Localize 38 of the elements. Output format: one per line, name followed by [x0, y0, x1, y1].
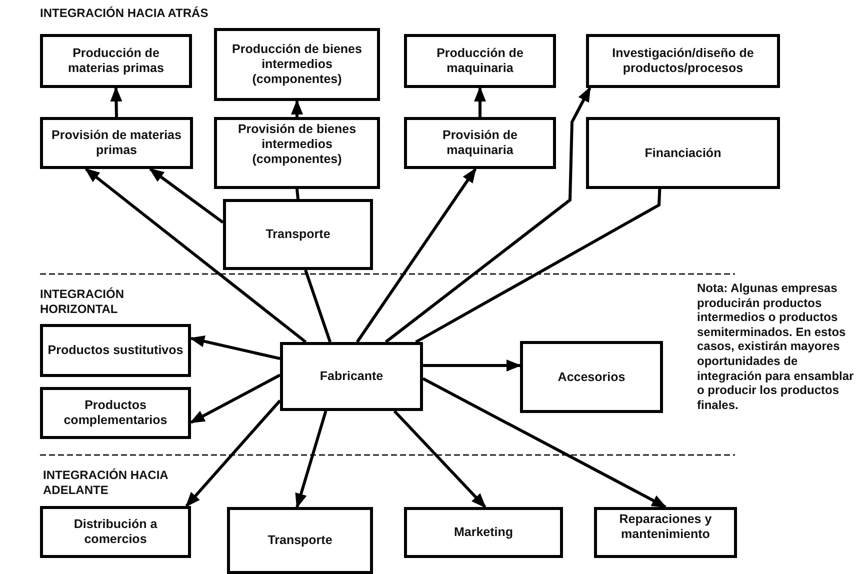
process-box: Producción de maquinaria: [404, 34, 556, 88]
arrow: [185, 400, 282, 508]
process-box: Productos complementarios: [40, 387, 191, 439]
arrow: [423, 360, 522, 372]
process-box: Reparaciones y mantenimiento: [594, 507, 737, 558]
process-box: Marketing: [404, 507, 563, 558]
arrow: [190, 374, 281, 424]
connector-line: [415, 188, 662, 344]
arrow: [110, 86, 122, 118]
process-box: Productos sustitutivos: [40, 324, 191, 377]
process-box: Investigación/diseño de productos/procesos: [586, 34, 780, 88]
arrow: [291, 100, 303, 117]
process-box: Provisión de bienes intermedios (componentes): [214, 117, 380, 189]
process-box: Producción de materias primas: [40, 34, 192, 88]
section-heading: INTEGRACIÓN HACIA ADELANTE: [43, 468, 169, 498]
process-box: Fabricante: [280, 342, 423, 411]
process-box: Provisión de materias primas: [40, 117, 193, 169]
arrow: [295, 410, 328, 508]
arrow: [356, 168, 477, 343]
arrow: [84, 168, 307, 344]
section-heading: INTEGRACIÓN HORIZONTAL: [40, 287, 125, 317]
arrow: [474, 86, 486, 117]
arrow: [393, 410, 486, 508]
arrow: [190, 335, 280, 360]
process-box: Accesorios: [520, 341, 663, 413]
note-text: Nota: Algunas empresas producirán productos intermedios o productos semiterminados. En estos casos, existirán mayores oportunidades de integración para ensamblar o producir los productos finales.: [697, 281, 855, 412]
arrow: [384, 86, 592, 344]
process-box: Provisión de maquinaria: [404, 117, 556, 169]
arrow: [422, 377, 667, 508]
process-box: Financiación: [586, 117, 780, 189]
process-box: Producción de bienes intermedios (componentes): [214, 28, 380, 101]
connector-line: [304, 270, 332, 342]
section-heading: INTEGRACIÓN HACIA ATRÁS: [40, 6, 210, 21]
arrow: [149, 168, 224, 224]
process-box: Transporte: [223, 199, 373, 270]
process-box: Transporte: [227, 507, 373, 574]
process-box: Distribución a comercios: [40, 506, 191, 558]
connector-line: [296, 188, 300, 200]
